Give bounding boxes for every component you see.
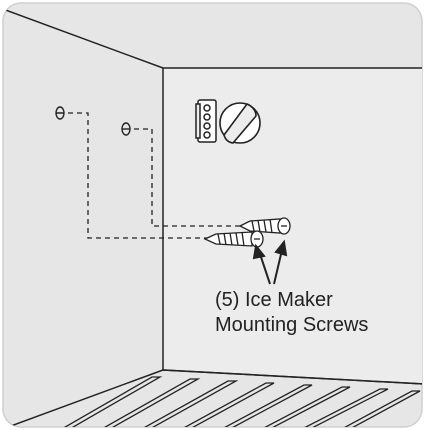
mounting-hole-right [121, 122, 131, 136]
guide-lines [68, 112, 246, 239]
mounting-screw-icon [238, 217, 291, 235]
callout-label-line2: Mounting Screws [215, 314, 368, 336]
floor-ridges [59, 376, 421, 427]
back-wall-floor-edge [162, 369, 422, 385]
mounting-screw-icon-lower [203, 230, 264, 248]
callout-label-line1: (5) Ice Maker [215, 289, 333, 311]
damper-control-icon [219, 102, 261, 144]
top-left-wall-edge [3, 7, 164, 69]
bottom-left-wall-edge [3, 369, 164, 427]
water-valve-icon [195, 99, 217, 143]
back-wall [162, 67, 422, 385]
callout-arrows [252, 239, 288, 285]
mounting-hole-left [55, 106, 65, 120]
